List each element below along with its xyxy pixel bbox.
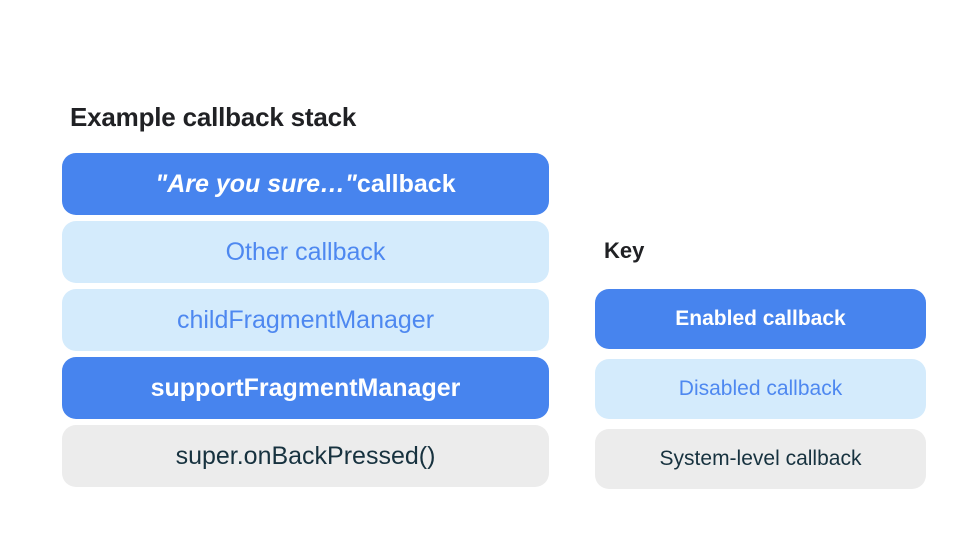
stack-item-are-you-sure-callback: "Are you sure…" callback <box>62 153 549 215</box>
key-item-disabled-callback: Disabled callback <box>595 359 926 419</box>
stack-item-label-rest: callback <box>356 169 456 198</box>
key-item-enabled-callback: Enabled callback <box>595 289 926 349</box>
stack-title: Example callback stack <box>70 102 357 132</box>
stack-item-super-onbackpressed: super.onBackPressed() <box>62 425 549 487</box>
stack-item-child-fragment-manager: childFragmentManager <box>62 289 549 351</box>
key-title: Key <box>604 238 645 263</box>
key-item-system-level-callback: System-level callback <box>595 429 926 489</box>
stack-item-other-callback: Other callback <box>62 221 549 283</box>
stack-item-label-quoted: "Are you sure…" <box>155 169 357 198</box>
stack-item-support-fragment-manager: supportFragmentManager <box>62 357 549 419</box>
